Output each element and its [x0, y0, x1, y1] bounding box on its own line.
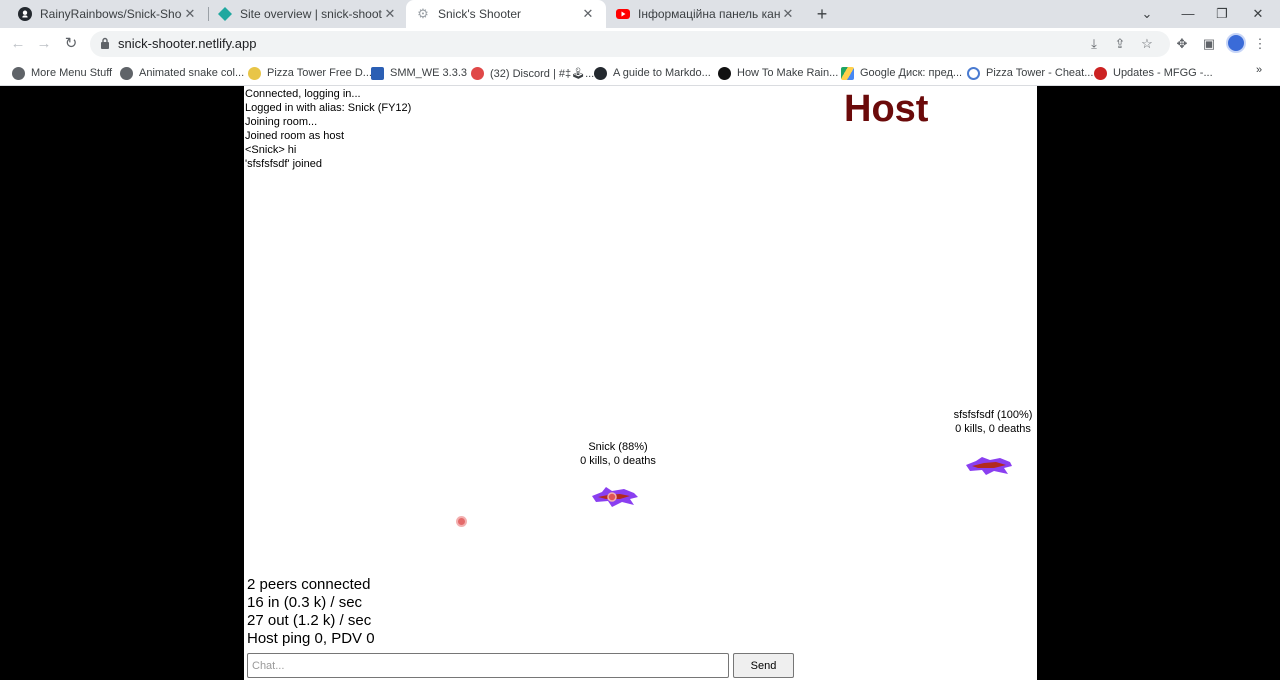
github-icon	[18, 7, 32, 21]
github-icon	[594, 66, 607, 80]
skull-icon	[248, 66, 261, 80]
smm-icon	[371, 66, 384, 80]
tab-strip: RainyRainbows/Snick-Shooter ✕ Site overv…	[0, 0, 1280, 28]
youtube-icon	[616, 7, 630, 21]
new-tab-button[interactable]: +	[816, 4, 828, 24]
page-viewport: Connected, logging in... Logged in with …	[0, 86, 1280, 680]
bookmark-star-icon[interactable]: ☆	[1141, 36, 1153, 51]
tab-snicks-shooter[interactable]: ⚙ Snick's Shooter ✕	[406, 0, 606, 28]
window-close-icon[interactable]: ✕	[1252, 6, 1264, 21]
restore-icon[interactable]: ❐	[1216, 6, 1228, 21]
bookmark-item[interactable]: SMM_WE 3.3.3	[371, 64, 467, 82]
bookmark-item[interactable]: A guide to Markdo...	[594, 64, 711, 82]
bookmark-label: Updates - MFGG -...	[1113, 67, 1213, 79]
lock-icon	[101, 37, 109, 49]
discord-icon	[471, 66, 484, 80]
tab-separator	[208, 7, 209, 21]
bookmark-item[interactable]: More Menu Stuff	[12, 64, 112, 82]
stat-line: 16 in (0.3 k) / sec	[247, 594, 363, 611]
install-app-icon[interactable]: ⤓	[1091, 36, 1097, 51]
bookmark-item[interactable]: How To Make Rain...	[718, 64, 838, 82]
mushroom-icon	[1094, 66, 1107, 80]
forward-icon[interactable]: →	[36, 35, 52, 52]
log-line: 'sfsfsfsdf' joined	[245, 158, 322, 170]
bookmark-label: How To Make Rain...	[737, 67, 839, 79]
log-line: <Snick> hi	[245, 144, 297, 156]
close-icon[interactable]: ✕	[782, 6, 794, 21]
log-line: Connected, logging in...	[245, 88, 361, 100]
bookmark-label: Pizza Tower Free D...	[267, 67, 372, 79]
player-label: sfsfsfsdf (100%) 0 kills, 0 deaths	[938, 408, 1037, 436]
bookmark-label: (32) Discord | #‡🕹...	[490, 67, 595, 80]
close-icon[interactable]: ✕	[184, 6, 196, 21]
bookmark-label: A guide to Markdo...	[613, 67, 711, 79]
network-stats: 2 peers connected 16 in (0.3 k) / sec 27…	[247, 576, 375, 648]
globe-icon	[120, 66, 133, 80]
bookmark-label: Pizza Tower - Cheat...	[986, 67, 1094, 79]
player-name: sfsfsfsdf (100%)	[953, 409, 1033, 421]
tab-github[interactable]: RainyRainbows/Snick-Shooter ✕	[8, 0, 208, 28]
stat-line: 27 out (1.2 k) / sec	[247, 612, 372, 629]
gear-icon: ⚙	[417, 6, 429, 21]
bookmark-item[interactable]: Pizza Tower Free D...	[248, 64, 372, 82]
tab-youtube[interactable]: Інформаційна панель каналу - Y ✕	[606, 0, 806, 28]
side-panel-icon[interactable]: ▣	[1202, 36, 1216, 51]
bullet	[456, 516, 467, 527]
browser-toolbar: ← → ↻ snick-shooter.netlify.app ⤓ ⇪ ☆ ✥ …	[0, 28, 1280, 60]
tab-netlify[interactable]: Site overview | snick-shooter ✕	[208, 0, 408, 28]
tab-title: RainyRainbows/Snick-Shooter	[40, 7, 182, 21]
log-line: Joining room...	[245, 116, 318, 128]
bookmark-item[interactable]: Google Диск: пред...	[841, 64, 962, 82]
t-logo-icon	[718, 66, 731, 80]
stat-line: Host ping 0, PDV 0	[247, 630, 375, 647]
player-ship	[592, 487, 638, 507]
address-bar[interactable]: snick-shooter.netlify.app ⤓ ⇪ ☆	[90, 31, 1170, 57]
profile-avatar[interactable]	[1226, 33, 1246, 53]
close-icon[interactable]: ✕	[582, 6, 594, 21]
bookmark-label: More Menu Stuff	[31, 67, 113, 79]
url-text: snick-shooter.netlify.app	[118, 36, 257, 51]
log-line: Logged in with alias: Snick (FY12)	[245, 102, 412, 114]
tab-title: Site overview | snick-shooter	[240, 7, 382, 21]
log-line: Joined room as host	[245, 130, 345, 142]
bookmark-label: SMM_WE 3.3.3	[390, 67, 468, 79]
bookmark-label: Google Диск: пред...	[860, 67, 963, 79]
game-canvas[interactable]: Connected, logging in... Logged in with …	[244, 86, 1037, 680]
menu-icon[interactable]: ⋮	[1253, 36, 1267, 51]
bookmarks-bar: More Menu Stuff Animated snake col... Pi…	[0, 60, 1280, 86]
extensions-icon[interactable]: ✥	[1176, 36, 1188, 51]
bookmark-item[interactable]: (32) Discord | #‡🕹...	[471, 64, 594, 82]
bookmark-item[interactable]: Updates - MFGG -...	[1094, 64, 1213, 82]
tab-title: Snick's Shooter	[438, 7, 521, 21]
tab-search-icon[interactable]: ⌄	[1141, 6, 1153, 21]
player-name: Snick (88%)	[588, 441, 648, 453]
player-score: 0 kills, 0 deaths	[580, 455, 656, 467]
tab-title: Інформаційна панель каналу - Y	[638, 7, 780, 21]
player-score: 0 kills, 0 deaths	[955, 423, 1031, 435]
back-icon[interactable]: ←	[10, 35, 26, 52]
player-ship	[966, 457, 1012, 475]
github-icon	[12, 66, 25, 80]
bookmark-label: Animated snake col...	[139, 67, 245, 79]
bookmark-item[interactable]: Pizza Tower - Cheat...	[967, 64, 1093, 82]
role-title: Host	[844, 88, 929, 130]
netlify-icon	[218, 7, 232, 21]
event-log: Connected, logging in... Logged in with …	[245, 87, 411, 171]
share-icon[interactable]: ⇪	[1114, 36, 1126, 51]
stat-line: 2 peers connected	[247, 576, 371, 593]
google-drive-icon	[841, 66, 854, 80]
more-bookmarks-icon[interactable]: »	[1256, 64, 1263, 76]
close-icon[interactable]: ✕	[384, 6, 396, 21]
bookmark-item[interactable]: Animated snake col...	[120, 64, 244, 82]
player-label: Snick (88%) 0 kills, 0 deaths	[568, 440, 668, 468]
reload-icon[interactable]: ↻	[64, 35, 78, 52]
minimize-icon[interactable]: —	[1181, 6, 1195, 21]
play-icon	[967, 66, 980, 80]
send-button[interactable]: Send	[733, 653, 794, 678]
chat-input[interactable]	[247, 653, 729, 678]
